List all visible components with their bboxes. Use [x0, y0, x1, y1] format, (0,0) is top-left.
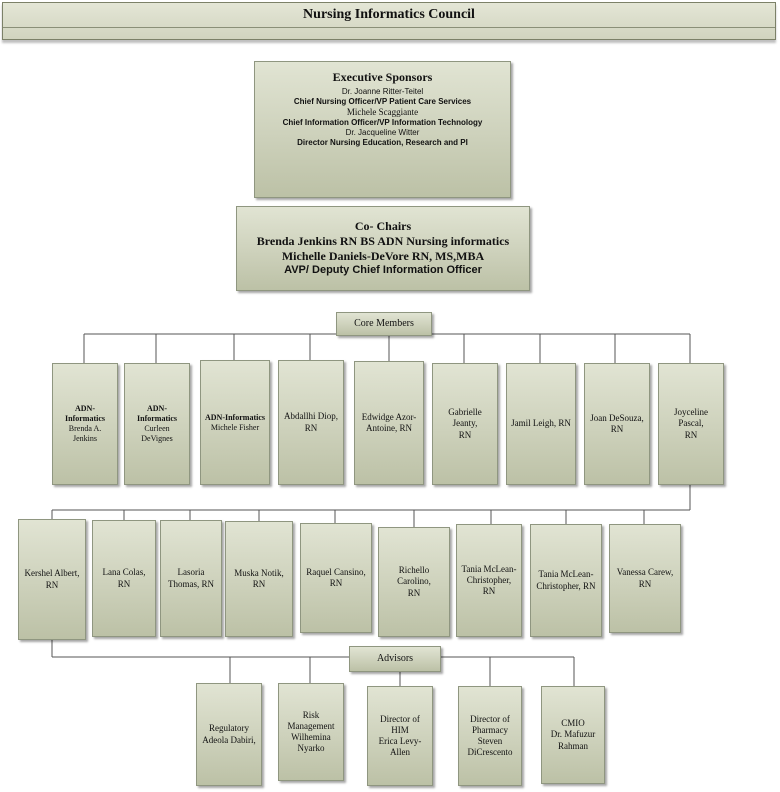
- co-chair-line: Brenda Jenkins RN BS ADN Nursing informa…: [256, 234, 510, 249]
- member-line: Curleen DeVignes: [141, 424, 173, 443]
- member-line: Vanessa Carew,: [616, 567, 674, 578]
- member-line: RN: [638, 578, 652, 589]
- member-box: Raquel Cansino, RN: [300, 523, 372, 633]
- advisor-line: DiCrescento: [467, 747, 513, 758]
- sponsor-line: Dr. Jacqueline Witter: [345, 128, 420, 138]
- advisor-line: Erica Levy-Allen: [378, 736, 422, 758]
- member-line: Joyceline Pascal,: [674, 407, 708, 429]
- member-line: Richello Carolino,: [397, 565, 431, 587]
- advisor-box: Director of Pharmacy Steven DiCrescento: [458, 686, 522, 786]
- member-line: ADN-Informatics: [65, 404, 105, 423]
- member-line: Brenda A. Jenkins: [68, 424, 102, 443]
- member-box: Tania McLean- Christopher, RN: [456, 524, 522, 637]
- member-box: Lana Colas, RN: [92, 520, 156, 637]
- advisor-line: CMIO: [561, 718, 585, 729]
- member-line: ADN-Informatics: [137, 404, 177, 423]
- member-line: Joan DeSouza,: [590, 412, 644, 423]
- co-chairs-box: Co- Chairs Brenda Jenkins RN BS ADN Nurs…: [236, 206, 530, 291]
- sponsor-line: Director Nursing Education, Research and…: [297, 138, 468, 148]
- advisor-box: Risk Management Wilhemina Nyarko: [278, 683, 344, 781]
- member-box: Vanessa Carew, RN: [609, 524, 681, 633]
- advisor-line: Regulatory: [209, 723, 249, 734]
- member-box: ADN-Informatics Brenda A. Jenkins: [52, 363, 118, 485]
- sponsor-line: Chief Information Officer/VP Information…: [282, 118, 483, 128]
- member-line: Muska Notik, RN: [234, 567, 284, 589]
- member-line: Michele Fisher: [210, 422, 260, 432]
- member-box: Jamil Leigh, RN: [506, 363, 576, 485]
- advisor-box: CMIO Dr. Mafuzur Rahman: [541, 686, 605, 784]
- advisor-line: Director of: [470, 713, 510, 724]
- advisors-label: Advisors: [376, 652, 414, 664]
- member-line: Thomas, RN: [168, 578, 214, 589]
- co-chair-line: AVP/ Deputy Chief Information Officer: [284, 264, 482, 277]
- member-line: Edwidge Azor-: [361, 411, 417, 422]
- member-line: RN: [304, 422, 318, 433]
- advisors-label-box: Advisors: [349, 646, 441, 672]
- sponsor-line: Michele Scaggiante: [346, 107, 419, 117]
- member-line: Tania McLean-: [461, 563, 517, 574]
- executive-sponsors-box: Executive Sponsors Dr. Joanne Ritter-Tei…: [254, 61, 511, 198]
- core-members-label: Core Members: [354, 317, 414, 329]
- member-line: RN: [329, 578, 343, 588]
- member-line: Lana Colas, RN: [102, 567, 146, 589]
- core-members-label-box: Core Members: [336, 312, 432, 336]
- member-line: RN: [45, 579, 59, 590]
- member-line: ADN-Informatics: [205, 412, 265, 422]
- executive-sponsors-heading: Executive Sponsors: [332, 70, 433, 84]
- advisor-line: Pharmacy: [472, 724, 508, 735]
- advisor-line: Dr. Mafuzur: [550, 729, 596, 740]
- member-box: Joyceline Pascal, RN: [658, 363, 724, 485]
- member-line: RN: [684, 429, 698, 440]
- member-line: Jamil Leigh, RN: [511, 418, 571, 429]
- co-chairs-heading: Co- Chairs: [354, 219, 412, 234]
- member-line: RN: [458, 429, 472, 440]
- advisor-box: Regulatory Adeola Dabiri,: [196, 683, 262, 786]
- member-box: ADN-Informatics Curleen DeVignes: [124, 363, 190, 485]
- title-bar: Nursing Informatics Council: [2, 2, 776, 40]
- advisor-line: Risk: [302, 709, 320, 720]
- sponsor-line: Dr. Joanne Ritter-Teitel: [341, 87, 424, 96]
- advisor-line: Wilhemina: [291, 732, 331, 742]
- member-line: Christopher, RN: [466, 574, 512, 597]
- member-line: Kershel Albert,: [24, 568, 80, 579]
- member-line: Lasoria: [177, 567, 205, 578]
- member-line: Christopher, RN: [536, 580, 596, 591]
- member-line: RN: [610, 424, 624, 434]
- advisor-line: Steven: [477, 736, 503, 746]
- member-box: Joan DeSouza, RN: [584, 363, 650, 485]
- member-box: Edwidge Azor- Antoine, RN: [354, 361, 424, 485]
- member-line: RN: [407, 587, 421, 598]
- advisor-line: Nyarko: [297, 743, 325, 754]
- member-box: Richello Carolino, RN: [378, 527, 450, 637]
- sponsor-line: Chief Nursing Officer/VP Patient Care Se…: [293, 97, 472, 106]
- page-title: Nursing Informatics Council: [3, 3, 775, 28]
- advisor-box: Director of HIM Erica Levy-Allen: [367, 686, 433, 786]
- member-box: Kershel Albert, RN: [18, 519, 86, 640]
- member-box: Tania McLean- Christopher, RN: [530, 524, 602, 637]
- member-line: Abdallhi Diop,: [284, 411, 338, 422]
- member-line: Gabrielle Jeanty,: [448, 407, 482, 429]
- advisor-line: Director of HIM: [380, 713, 420, 735]
- member-box: Muska Notik, RN: [225, 521, 293, 637]
- member-line: Tania McLean-: [538, 569, 594, 580]
- member-box: Abdallhi Diop, RN: [278, 360, 344, 485]
- co-chair-line: Michelle Daniels-DeVore RN, MS,MBA: [281, 249, 485, 264]
- advisor-line: Rahman: [558, 740, 588, 751]
- member-line: Antoine, RN: [366, 423, 412, 433]
- advisor-line: Adeola Dabiri,: [202, 734, 256, 745]
- member-line: Raquel Cansino,: [306, 566, 366, 577]
- member-box: ADN-Informatics Michele Fisher: [200, 360, 270, 485]
- advisor-line: Management: [287, 720, 335, 731]
- member-box: Lasoria Thomas, RN: [160, 520, 222, 637]
- member-box: Gabrielle Jeanty, RN: [432, 363, 498, 485]
